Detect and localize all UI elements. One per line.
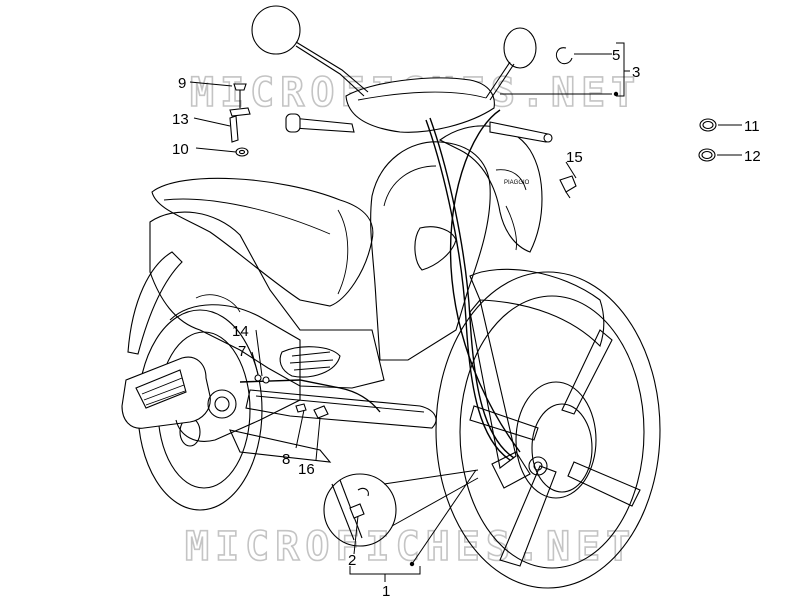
handlebar — [285, 113, 553, 143]
label-13: 13 — [172, 111, 189, 128]
side-indicator — [414, 226, 457, 271]
speedometer-cable — [425, 109, 521, 461]
part-14 — [262, 376, 270, 384]
front-fender — [469, 268, 605, 348]
label-3: 3 — [632, 64, 640, 81]
label-8: 8 — [282, 451, 290, 468]
engine-swing-arm — [169, 304, 332, 463]
ring-12 — [698, 148, 716, 162]
seat — [151, 177, 374, 307]
muffler — [121, 356, 211, 429]
brake-caliper — [491, 451, 531, 489]
part-8 — [295, 403, 307, 413]
clip-5 — [555, 47, 573, 65]
spacer-13 — [229, 115, 239, 143]
handlebar-cover — [345, 77, 495, 133]
part-7 — [254, 374, 262, 382]
nut-10 — [235, 147, 249, 157]
label-11: 11 — [744, 118, 760, 135]
body-side-panel — [149, 211, 385, 389]
brand-badge: PIAGGIO — [504, 180, 530, 186]
leg-shield — [370, 141, 491, 361]
side-vent — [279, 346, 341, 378]
label-1: 1 — [382, 583, 390, 600]
part-labels: 1 2 3 5 7 8 9 10 11 12 13 14 15 16 — [172, 47, 761, 600]
scooter-illustration: PIAGGIO — [121, 5, 661, 589]
bolt-assembly — [229, 83, 251, 157]
label-14: 14 — [232, 323, 249, 340]
rear-fender — [127, 251, 183, 355]
label-2: 2 — [348, 552, 356, 569]
left-mirror — [251, 5, 369, 97]
label-15: 15 — [566, 149, 583, 166]
front-wheel — [435, 271, 661, 589]
label-9: 9 — [178, 75, 186, 92]
washer — [229, 107, 251, 117]
ring-11 — [699, 118, 717, 132]
front-fork — [469, 298, 517, 469]
label-10: 10 — [172, 141, 189, 158]
detail-circle — [323, 469, 479, 547]
part-16 — [313, 405, 329, 419]
rear-brake-cable — [239, 379, 381, 413]
label-12: 12 — [744, 148, 761, 165]
label-16: 16 — [298, 461, 315, 478]
leader-lines — [189, 42, 742, 582]
label-7: 7 — [238, 343, 246, 360]
watermark-bottom: MICROFICHES.NET — [185, 524, 636, 570]
right-mirror — [485, 27, 537, 101]
bolt-9 — [233, 83, 247, 91]
cable-clamp-15 — [559, 175, 577, 199]
floorboard — [245, 389, 437, 429]
label-5: 5 — [612, 47, 620, 64]
